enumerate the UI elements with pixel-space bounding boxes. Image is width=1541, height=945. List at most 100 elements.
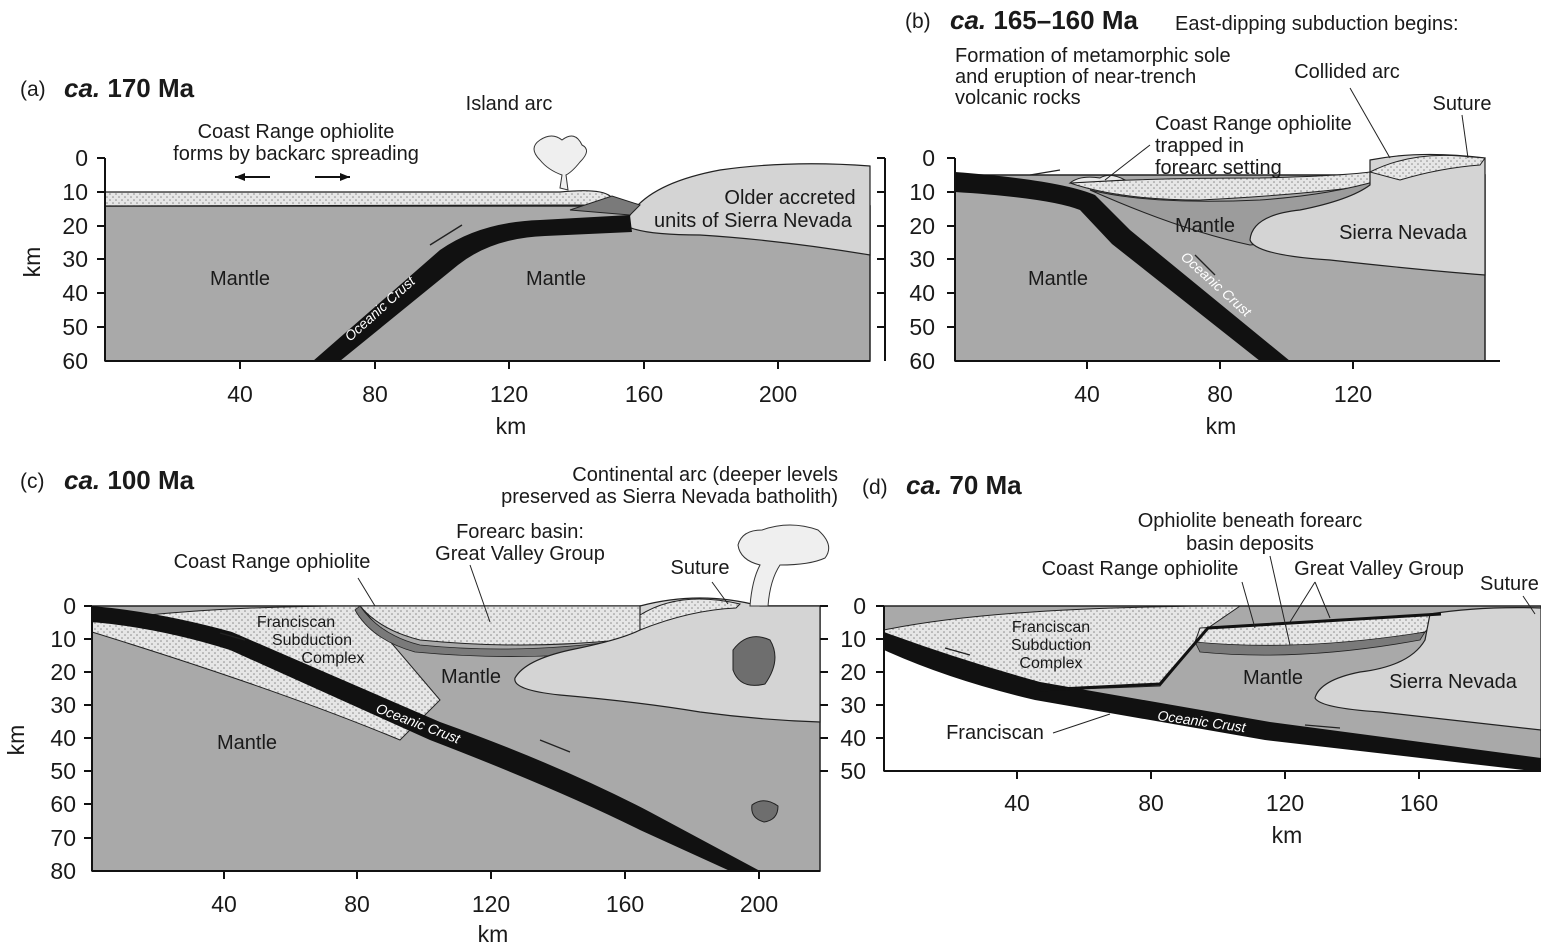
panel-b-sierra: Sierra Nevada	[1339, 222, 1468, 244]
panel-d-oph-2: basin deposits	[1186, 533, 1314, 555]
svg-text:50: 50	[909, 314, 935, 340]
svg-text:0: 0	[922, 145, 935, 171]
panel-d-suture: Suture	[1480, 573, 1539, 595]
panel-c-x-ticks: 40 80 120 160 200	[211, 891, 778, 917]
svg-text:60: 60	[50, 791, 76, 817]
svg-text:10: 10	[62, 179, 88, 205]
panel-b-sole-2: and eruption of near-trench	[955, 66, 1196, 88]
panel-b-sole-3: volcanic rocks	[955, 87, 1081, 109]
panel-d-title-prefix: ca.	[906, 470, 942, 500]
svg-text:60: 60	[62, 348, 88, 374]
svg-text:120: 120	[490, 381, 528, 407]
panel-c-y-ticks: 0 10 20 30 40 50 60 70 80	[50, 593, 76, 884]
svg-text:30: 30	[840, 692, 866, 718]
panel-d: (d) ca. 70 Ma Oceanic Crust Ophiolite be…	[820, 470, 1541, 848]
svg-text:ca. 165–160 Ma: ca. 165–160 Ma	[950, 5, 1138, 35]
svg-text:40: 40	[50, 725, 76, 751]
panel-a-older-2: units of Sierra Nevada	[654, 210, 853, 232]
svg-text:70: 70	[50, 825, 76, 851]
panel-b-title-prefix: ca.	[950, 5, 986, 35]
svg-text:30: 30	[50, 692, 76, 718]
svg-text:ca. 170 Ma: ca. 170 Ma	[64, 73, 195, 103]
panel-a-y-ticks: 0 10 20 30 40 50 60	[62, 145, 88, 374]
panel-c-title: 100 Ma	[100, 465, 194, 495]
panel-a-island-arc: Island arc	[466, 93, 553, 115]
svg-text:160: 160	[625, 381, 663, 407]
panel-c-y-unit: km	[3, 725, 29, 756]
panel-b-oceanic-crust	[955, 172, 1290, 361]
panel-c-tag: (c)	[20, 470, 45, 493]
panel-a-y-unit: km	[19, 247, 45, 278]
svg-text:20: 20	[840, 659, 866, 685]
svg-text:80: 80	[50, 858, 76, 884]
svg-text:60: 60	[909, 348, 935, 374]
panel-d-sierra-body	[1314, 607, 1541, 731]
panel-b-suture: Suture	[1433, 93, 1492, 115]
panel-c-oceanic-crust	[92, 606, 760, 871]
svg-text:30: 30	[909, 246, 935, 272]
svg-text:20: 20	[50, 659, 76, 685]
svg-text:40: 40	[1074, 381, 1100, 407]
svg-text:50: 50	[840, 758, 866, 784]
svg-text:40: 40	[1004, 790, 1030, 816]
panel-b-x-ticks: 40 80 120	[1074, 381, 1372, 407]
panel-c-franciscan-1: Franciscan	[257, 614, 335, 631]
panel-b-coast-2: trapped in	[1155, 135, 1244, 157]
panel-b: (b) ca. 165–160 Ma East-dipping subducti…	[877, 5, 1500, 439]
panel-b-coast-3: forearc setting	[1155, 157, 1282, 179]
panel-c: (c) ca. 100 Ma Oceanic Crust Continental…	[3, 464, 838, 945]
svg-text:80: 80	[344, 891, 370, 917]
panel-a-coast-range-1: Coast Range ophiolite	[198, 121, 395, 143]
svg-text:40: 40	[227, 381, 253, 407]
panel-b-collided-arc: Collided arc	[1294, 61, 1400, 83]
panel-c-x-unit: km	[478, 921, 509, 945]
svg-text:20: 20	[62, 213, 88, 239]
panel-a-older-1: Older accreted	[724, 187, 855, 209]
panel-a-coast-range-2: forms by backarc spreading	[173, 143, 419, 165]
panel-a-mantle-left: Mantle	[210, 268, 270, 290]
svg-text:10: 10	[50, 626, 76, 652]
panel-d-franc-1: Franciscan	[1012, 619, 1090, 636]
panel-a-x-ticks: 40 80 120 160 200	[227, 381, 797, 407]
svg-text:40: 40	[62, 280, 88, 306]
svg-text:10: 10	[909, 179, 935, 205]
panel-b-subtitle: East-dipping subduction begins:	[1175, 13, 1459, 35]
panel-c-volcano-cloud	[737, 524, 830, 607]
panel-b-x-unit: km	[1206, 413, 1237, 439]
panel-c-franciscan-3: Complex	[301, 650, 364, 667]
svg-text:160: 160	[1400, 790, 1438, 816]
panel-d-coast-range: Coast Range ophiolite	[1042, 558, 1239, 580]
panel-d-franc-3: Complex	[1019, 655, 1082, 672]
svg-text:20: 20	[909, 213, 935, 239]
panel-d-tag: (d)	[862, 476, 888, 499]
panel-a-backarc-layer	[104, 190, 613, 207]
panel-d-great-valley: Great Valley Group	[1294, 558, 1464, 580]
panel-a: (a) ca. 170 Ma Oceanic Crust Coast Range…	[19, 73, 871, 439]
svg-text:80: 80	[1138, 790, 1164, 816]
panel-a-title: 170 Ma	[100, 73, 194, 103]
panel-a-mantle-right: Mantle	[526, 268, 586, 290]
panel-d-x-ticks: 40 80 120 160	[1004, 790, 1438, 816]
panel-b-sole-1: Formation of metamorphic sole	[955, 45, 1231, 67]
panel-a-volcano-cloud	[533, 135, 587, 191]
svg-text:120: 120	[1266, 790, 1304, 816]
svg-text:160: 160	[606, 891, 644, 917]
svg-text:200: 200	[740, 891, 778, 917]
panel-c-title-prefix: ca.	[64, 465, 100, 495]
panel-d-title: 70 Ma	[942, 470, 1022, 500]
svg-text:40: 40	[909, 280, 935, 306]
panel-c-forearc-1: Forearc basin:	[456, 521, 584, 543]
svg-text:10: 10	[840, 626, 866, 652]
panel-c-franciscan-wedge	[91, 605, 441, 741]
panel-c-coast-range: Coast Range ophiolite	[174, 551, 371, 573]
panel-d-oceanic-crust	[884, 632, 1541, 772]
svg-text:80: 80	[362, 381, 388, 407]
panel-a-slab-arrow	[429, 224, 463, 246]
panel-b-title: 165–160 Ma	[986, 5, 1138, 35]
panel-a-oceanic-crust	[313, 215, 632, 361]
panel-d-sierra: Sierra Nevada	[1389, 671, 1518, 693]
panel-d-franciscan: Franciscan	[946, 722, 1044, 744]
svg-text:50: 50	[50, 758, 76, 784]
panel-c-mantle-inner: Mantle	[441, 666, 501, 688]
